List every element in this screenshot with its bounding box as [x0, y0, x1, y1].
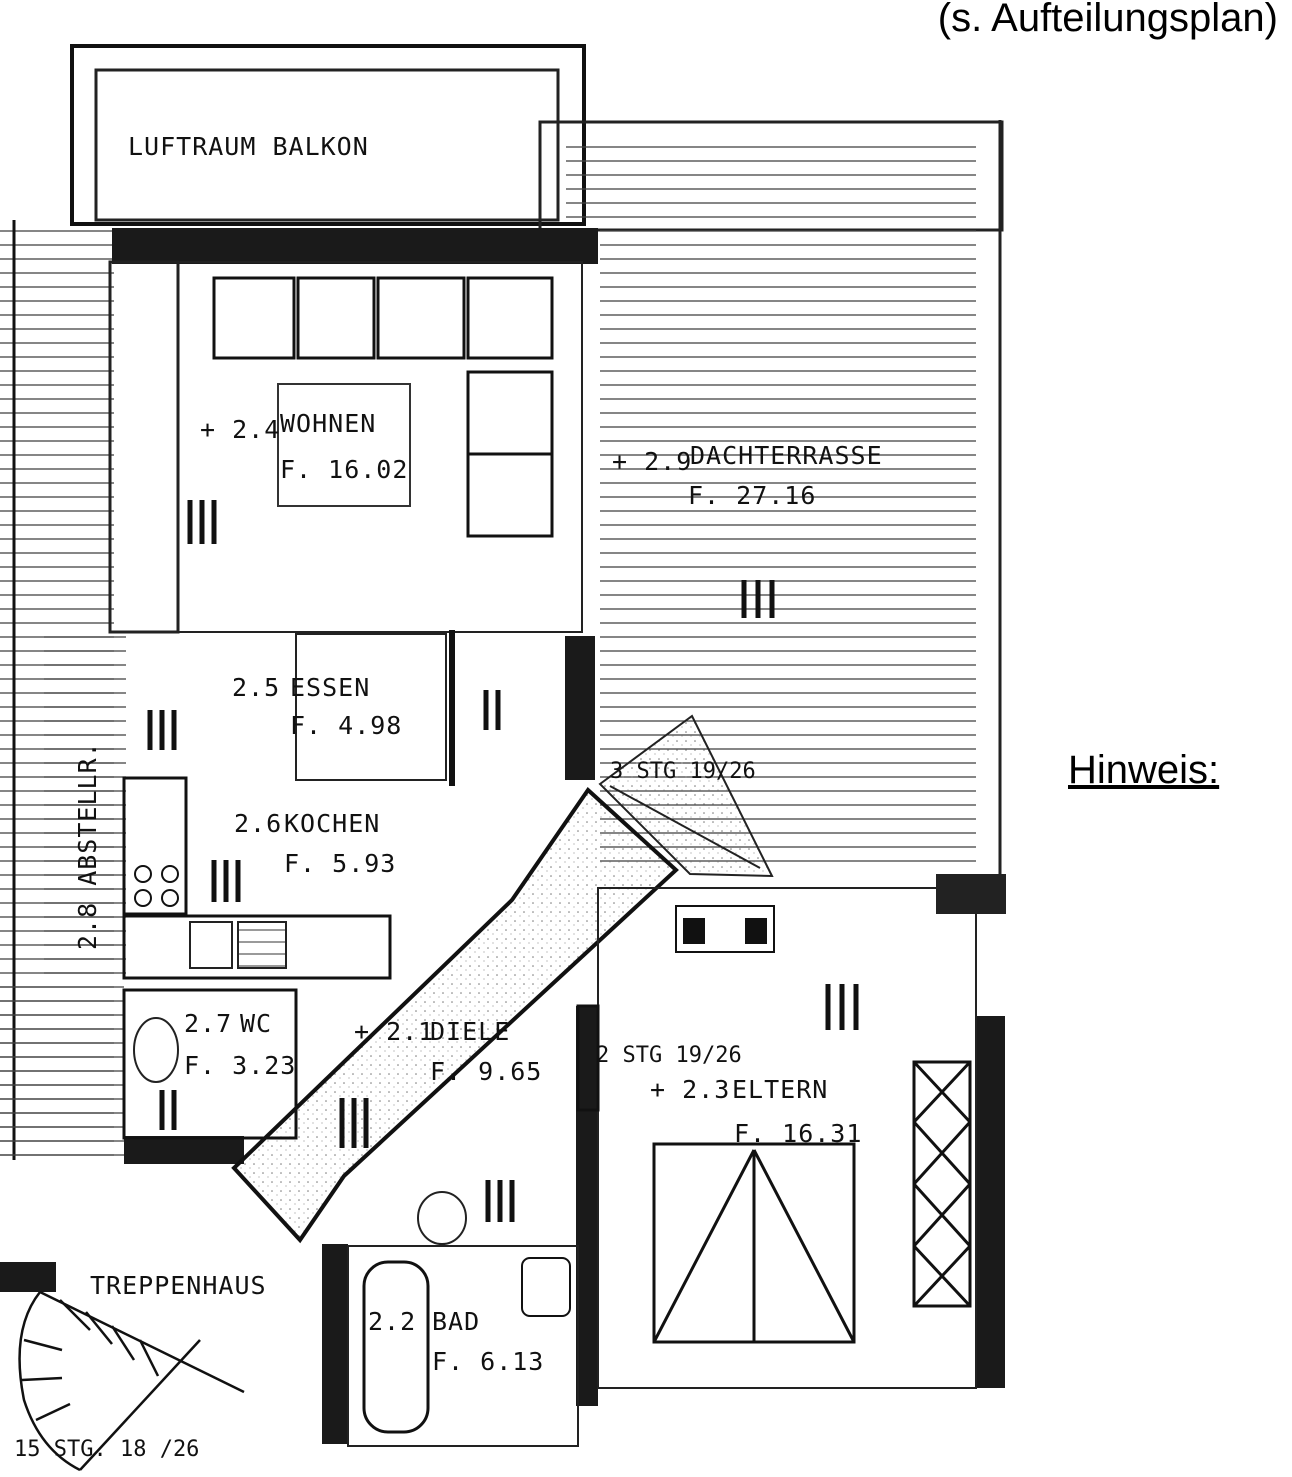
bad-number: 2.2 — [368, 1307, 416, 1336]
essen-name: ESSEN — [290, 673, 370, 702]
bad-room — [347, 1191, 579, 1447]
stair-spiral — [18, 1290, 245, 1472]
stair-middle-label: 2 STG 19/26 — [596, 1043, 742, 1068]
luftraum-label: LUFTRAUM BALKON — [128, 132, 369, 161]
diele-area: F. 9.65 — [430, 1057, 542, 1086]
kochen-name: KOCHEN — [284, 809, 380, 838]
diele-number: + 2.1 — [354, 1017, 434, 1046]
wc-number: 2.7 — [184, 1009, 232, 1038]
walls — [0, 228, 1005, 1444]
terrasse-name: DACHTERRASSE — [690, 441, 883, 470]
left-roof-slope — [0, 220, 126, 1160]
kochen-number: 2.6 — [234, 809, 282, 838]
luftraum-balkon-area — [70, 44, 586, 226]
wohnen-room — [108, 260, 583, 634]
bed — [652, 1142, 856, 1344]
bad-area: F. 6.13 — [432, 1347, 544, 1376]
radiator-marks — [147, 500, 859, 1222]
diele-name: DIELE — [430, 1017, 510, 1046]
terrasse-number: + 2.9 — [612, 447, 692, 476]
essen-area: F. 4.98 — [290, 711, 402, 740]
hint-label: Hinweis: — [1068, 748, 1220, 792]
window-row — [212, 276, 554, 360]
wohnen-name: WOHNEN — [280, 409, 376, 438]
essen-kochen-room — [122, 630, 455, 980]
eltern-name: ELTERN — [732, 1075, 828, 1104]
stove — [134, 865, 179, 907]
eltern-number: + 2.3 — [650, 1075, 730, 1104]
treppenhaus-label: TREPPENHAUS — [90, 1271, 267, 1300]
essen-number: 2.5 — [232, 673, 280, 702]
header-note: (s. Aufteilungsplan) — [937, 0, 1278, 40]
terrasse-area: F. 27.16 — [688, 481, 816, 510]
wardrobe — [912, 1060, 972, 1308]
wc-room — [122, 988, 298, 1140]
kochen-area: F. 5.93 — [284, 849, 396, 878]
wohnen-area: F. 16.02 — [280, 455, 408, 484]
abstell-label: 2.8 ABSTELLR. — [73, 741, 102, 950]
stair-lower-label: 15 STG. 18 /26 — [14, 1437, 199, 1462]
terrace-door — [466, 370, 554, 538]
stair-upper-label: 3 STG 19/26 — [610, 759, 756, 784]
eltern-room — [576, 887, 977, 1389]
wohnen-number: + 2.4 — [200, 415, 280, 444]
wc-name: WC — [240, 1009, 272, 1038]
eltern-area: F. 16.31 — [734, 1119, 862, 1148]
bad-name: BAD — [432, 1307, 480, 1336]
wc-area: F. 3.23 — [184, 1051, 296, 1080]
